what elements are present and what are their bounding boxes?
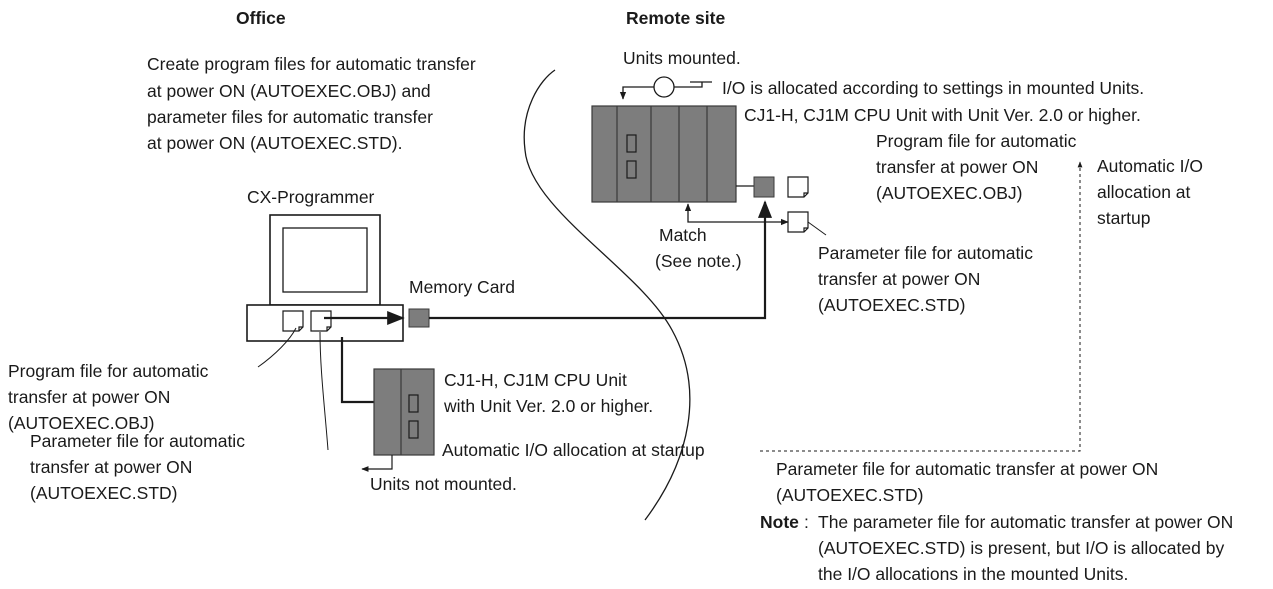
note-label: Note (760, 512, 799, 532)
remote-program-file-icon (787, 176, 809, 198)
create-files-note: Create program files for automatic trans… (147, 54, 476, 153)
remote-auto-io-label: startup (1097, 208, 1151, 228)
note-line: (AUTOEXEC.STD) is present, but I/O is al… (818, 538, 1224, 558)
bottom-parameter-label: (AUTOEXEC.STD) (776, 485, 923, 505)
memory-card-icon (408, 308, 430, 328)
office-program-file-label: transfer at power ON (8, 387, 170, 407)
remote-parameter-file-label: (AUTOEXEC.STD) (818, 295, 965, 315)
office-cpu-label: CJ1-H, CJ1M CPU Unit (444, 370, 627, 390)
note-line: the I/O allocations in the mounted Units… (818, 564, 1128, 584)
remote-program-file-label: transfer at power ON (876, 157, 1038, 177)
parameter-file-leader-remote (807, 221, 827, 236)
office-auto-io-label: Automatic I/O allocation at startup (442, 440, 705, 460)
bottom-parameter-label: Parameter file for automatic transfer at… (776, 459, 1158, 479)
office-program-file-label: (AUTOEXEC.OBJ) (8, 413, 155, 433)
card-to-remote-arrow (429, 200, 773, 320)
io-loop-arrow (619, 76, 712, 100)
create-note-line: Create program files for automatic trans… (147, 54, 476, 74)
office-program-file-label: Program file for automatic (8, 361, 209, 381)
remote-program-file-label: Program file for automatic (876, 131, 1077, 151)
remote-auto-io-label: allocation at (1097, 182, 1191, 202)
remote-parameter-file-label: transfer at power ON (818, 269, 980, 289)
parameter-file-icon (310, 310, 332, 332)
office-remote-divider (523, 69, 691, 521)
match-arrow (684, 203, 780, 223)
remote-plc-rack (591, 105, 737, 203)
units-mounted-label: Units mounted. (623, 48, 741, 68)
units-not-mounted-arrow (361, 455, 393, 472)
program-file-leader (257, 327, 297, 368)
parameter-file-leader (319, 331, 329, 451)
note-colon: : (804, 512, 809, 532)
remote-parameter-file-icon (787, 211, 809, 233)
io-allocated-label: I/O is allocated according to settings i… (722, 78, 1144, 98)
create-note-line: at power ON (AUTOEXEC.OBJ) and (147, 81, 431, 101)
office-header: Office (236, 8, 286, 28)
note-line: The parameter file for automatic transfe… (818, 512, 1233, 532)
cx-programmer-label: CX-Programmer (247, 187, 375, 207)
program-file-icon (282, 310, 304, 332)
office-cpu-label: with Unit Ver. 2.0 or higher. (443, 396, 653, 416)
remote-cpu-label: CJ1-H, CJ1M CPU Unit with Unit Ver. 2.0 … (744, 105, 1141, 125)
remote-program-file-label: (AUTOEXEC.OBJ) (876, 183, 1023, 203)
office-parameter-file-label: Parameter file for automatic (30, 431, 245, 451)
memory-card-label: Memory Card (409, 277, 515, 297)
units-not-mounted-label: Units not mounted. (370, 474, 517, 494)
remote-site-header: Remote site (626, 8, 725, 28)
office-parameter-file-label: (AUTOEXEC.STD) (30, 483, 177, 503)
create-note-line: at power ON (AUTOEXEC.STD). (147, 133, 402, 153)
remote-auto-io-label: Automatic I/O (1097, 156, 1203, 176)
auto-io-dashed-arrow (760, 161, 1083, 452)
create-note-line: parameter files for automatic transfer (147, 107, 433, 127)
match-label: (See note.) (655, 251, 742, 271)
remote-parameter-file-label: Parameter file for automatic (818, 243, 1033, 263)
office-parameter-file-label: transfer at power ON (30, 457, 192, 477)
match-label: Match (659, 225, 707, 245)
computer-icon (246, 214, 404, 342)
office-plc-unit (373, 368, 435, 456)
remote-memory-card-icon (753, 176, 775, 198)
